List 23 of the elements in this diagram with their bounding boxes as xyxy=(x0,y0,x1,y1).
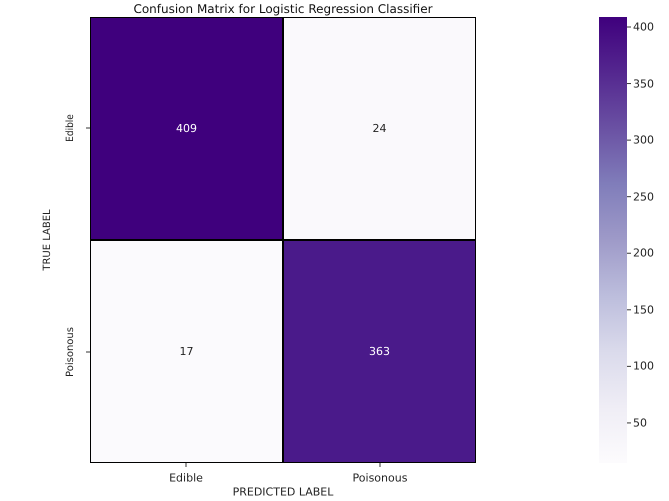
colorbar-tick-label: 250 xyxy=(633,191,654,202)
matrix-cell xyxy=(90,17,283,240)
cell-value: 24 xyxy=(372,122,386,135)
cell-value: 17 xyxy=(180,345,194,358)
axis-title: PREDICTED LABEL xyxy=(232,486,334,498)
matrix-cell xyxy=(283,17,476,240)
colorbar-tick-label: 350 xyxy=(633,78,654,90)
tick-label: Poisonous xyxy=(352,472,408,484)
cell-value: 409 xyxy=(176,122,197,135)
colorbar-tick-label: 400 xyxy=(633,22,654,32)
matrix-cell xyxy=(283,240,476,463)
colorbar-tick-label: 200 xyxy=(633,248,654,259)
matrix-cell xyxy=(90,240,283,463)
cell-value: 363 xyxy=(369,345,390,358)
colorbar-tick-label: 100 xyxy=(633,360,654,372)
axis-title: TRUE LABEL xyxy=(43,209,53,271)
colorbar-tick-label: 50 xyxy=(633,417,647,428)
tick-label: Poisonous xyxy=(66,327,76,377)
colorbar-tick-label: 300 xyxy=(633,134,654,146)
colorbar-tick-label: 150 xyxy=(633,304,654,316)
tick-label: Edible xyxy=(169,472,203,484)
tick-label: Edible xyxy=(66,114,76,142)
chart-title: Confusion Matrix for Logistic Regression Classifier xyxy=(133,3,433,15)
